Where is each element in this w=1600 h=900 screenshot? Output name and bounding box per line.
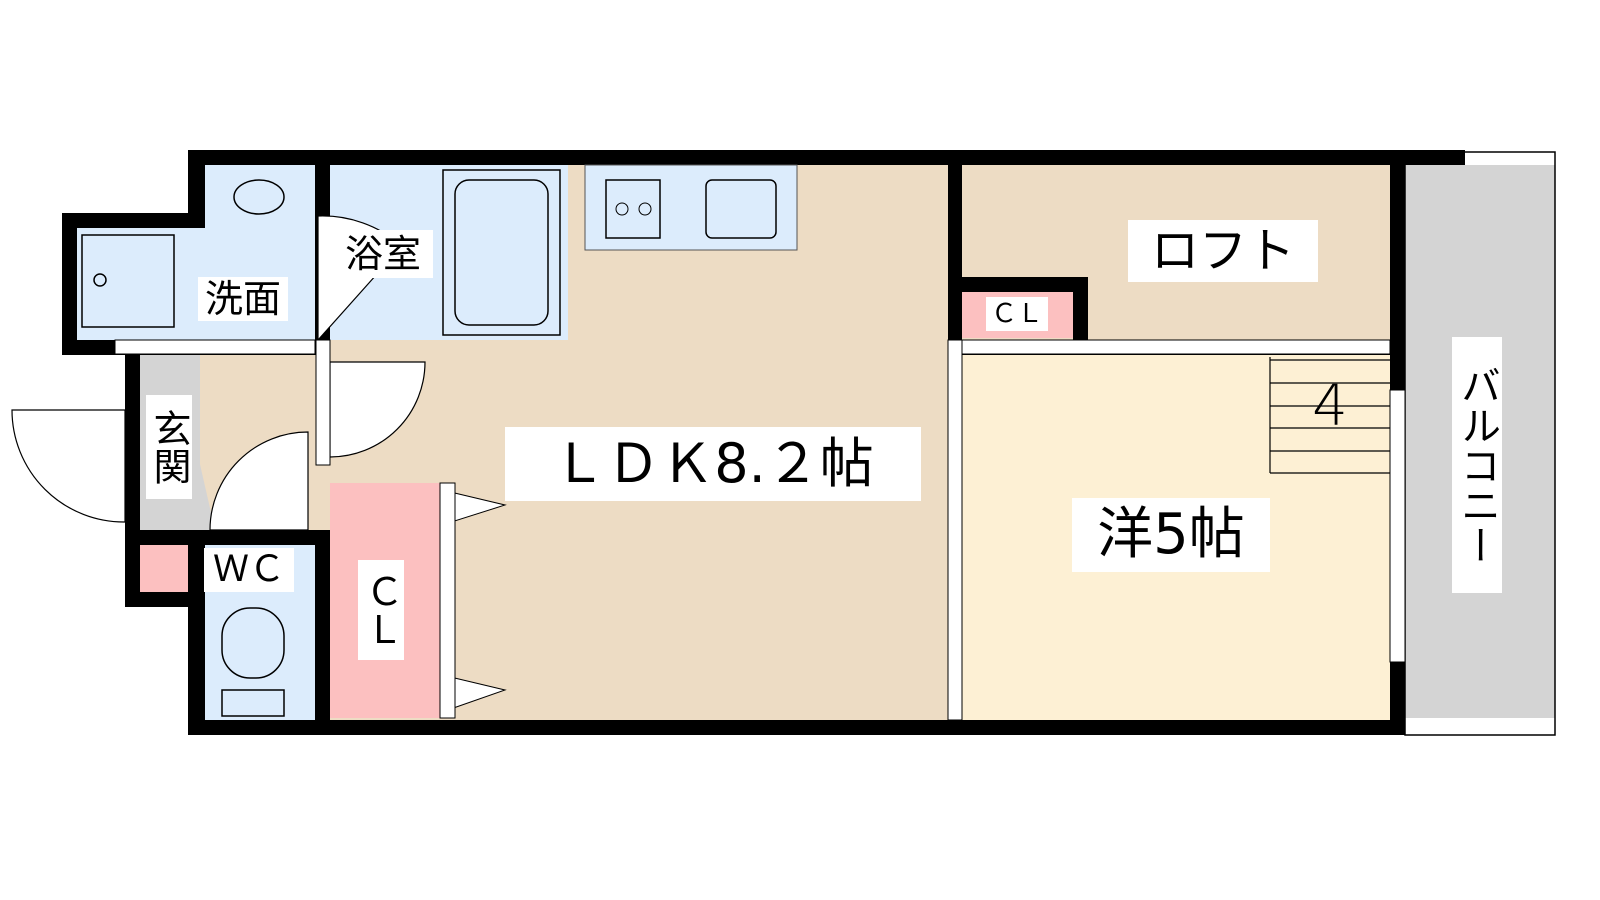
ldk-label: ＬＤＫ8.２帖 [505, 427, 921, 501]
stairs-icon [1269, 357, 1390, 474]
balcony-label-text: バルコニー [1454, 365, 1500, 565]
bath-label: 浴室 [333, 230, 433, 278]
stairs-step-count: 4 [1312, 374, 1348, 439]
stove-icon [605, 179, 661, 239]
sink-icon [233, 179, 285, 215]
closet-main-label-text: ＣＬ [359, 572, 403, 648]
washroom-label: 洗面 [198, 277, 288, 321]
burner-icon [638, 202, 652, 216]
kitchen-sink-icon [705, 179, 777, 239]
wc-label: ＷＣ [204, 548, 294, 592]
sliding-partition [947, 339, 963, 721]
bathtub-inner [454, 179, 549, 326]
closet-door-frame [439, 482, 456, 719]
drain-icon [93, 273, 107, 287]
shoe-closet [140, 545, 188, 592]
balcony-label: バルコニー [1452, 337, 1502, 593]
washing-machine-pan [81, 234, 175, 328]
entrance-label: 玄関 [146, 395, 192, 499]
loft-wall-left [948, 165, 962, 292]
closet-loft-label: ＣＬ [986, 297, 1048, 331]
burner-icon [615, 202, 629, 216]
laundry-sliding-door [114, 339, 316, 355]
western-room-label: 洋5帖 [1072, 498, 1270, 572]
balcony-window [1389, 389, 1406, 663]
toilet-icon [221, 607, 285, 679]
loft-label: ロフト [1128, 220, 1318, 282]
loft-rail [961, 339, 1391, 355]
closet-main-label: ＣＬ [358, 560, 404, 660]
entrance-label-text: 玄関 [147, 409, 191, 485]
ldk-door-frame [315, 339, 331, 466]
wc-door-swing [209, 431, 309, 531]
entrance-door-swing [11, 409, 126, 523]
loft-closet-wall [948, 277, 1088, 292]
toilet-tank-icon [221, 689, 285, 717]
loft-closet-wall-right [1073, 277, 1088, 355]
ldk-door-swing [329, 361, 426, 458]
